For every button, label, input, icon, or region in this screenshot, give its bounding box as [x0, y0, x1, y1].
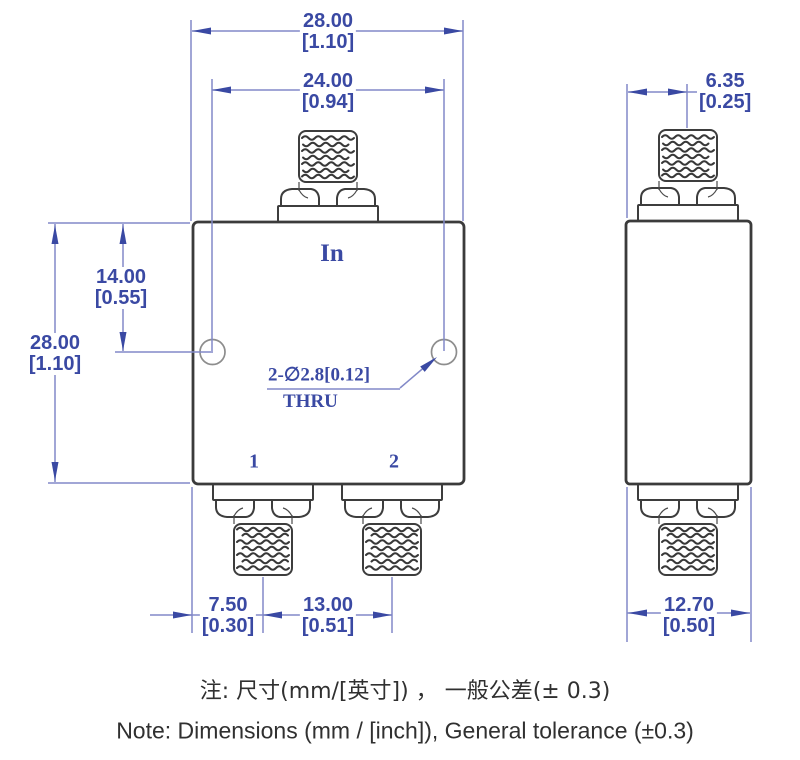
label-port1: 1: [249, 450, 259, 473]
dim-side-depth: 12.70 [0.50]: [660, 594, 718, 637]
dim-front-hole-span: 24.00 [0.94]: [299, 70, 357, 113]
dim-side-connector-offset-in: [0.25]: [699, 91, 752, 113]
hole-callout: 2-∅2.8[0.12]: [268, 364, 371, 386]
dim-front-hole-span-mm: 24.00: [302, 70, 354, 92]
sma-connector-in: [277, 130, 379, 224]
note-en: Note: Dimensions (mm / [inch]), General …: [116, 717, 694, 744]
dim-side-depth-in: [0.50]: [662, 615, 716, 637]
dim-front-hole-offset-in: [0.55]: [94, 287, 148, 309]
dim-side-depth-mm: 12.70: [663, 594, 715, 616]
front-view-body: [191, 220, 466, 486]
dim-front-hole-offset-mm: 14.00: [95, 266, 147, 288]
dim-port1-offset-in: [0.30]: [201, 615, 255, 637]
front-view: [191, 130, 466, 576]
sma-connector-side-top: [637, 129, 739, 223]
dim-port1-offset: 7.50 [0.30]: [199, 594, 257, 637]
dim-front-width-in: [1.10]: [301, 31, 355, 53]
label-in-port: In: [320, 240, 344, 267]
dim-front-hole-offset: 14.00 [0.55]: [92, 266, 150, 309]
sma-connector-side-bottom: [637, 482, 739, 576]
sma-connector-port1: [212, 482, 314, 576]
dim-front-width-mm: 28.00: [302, 10, 354, 32]
dim-port-spacing: 13.00 [0.51]: [299, 594, 357, 637]
label-port2: 2: [389, 450, 399, 473]
side-view: [624, 129, 753, 576]
note-zh: 注: 尺寸(mm/[英寸]) ， 一般公差(± 0.3): [199, 679, 611, 704]
dim-front-height-in: [1.10]: [28, 353, 82, 375]
dim-side-connector-offset-mm: 6.35: [705, 70, 745, 92]
sma-connector-port2: [341, 482, 443, 576]
dim-port1-offset-mm: 7.50: [208, 594, 248, 616]
extension-lines: [48, 20, 752, 642]
side-view-body: [624, 219, 753, 486]
dim-front-width: 28.00 [1.10]: [299, 10, 357, 53]
dim-port-spacing-mm: 13.00: [302, 594, 354, 616]
dim-side-connector-offset: 6.35 [0.25]: [697, 70, 754, 113]
dim-front-hole-span-in: [0.94]: [301, 91, 355, 113]
leader-line: [267, 354, 440, 390]
dim-front-height: 28.00 [1.10]: [26, 332, 84, 375]
hole-callout-thru: THRU: [283, 391, 338, 412]
dim-port-spacing-in: [0.51]: [301, 615, 355, 637]
dim-front-height-mm: 28.00: [29, 332, 81, 354]
